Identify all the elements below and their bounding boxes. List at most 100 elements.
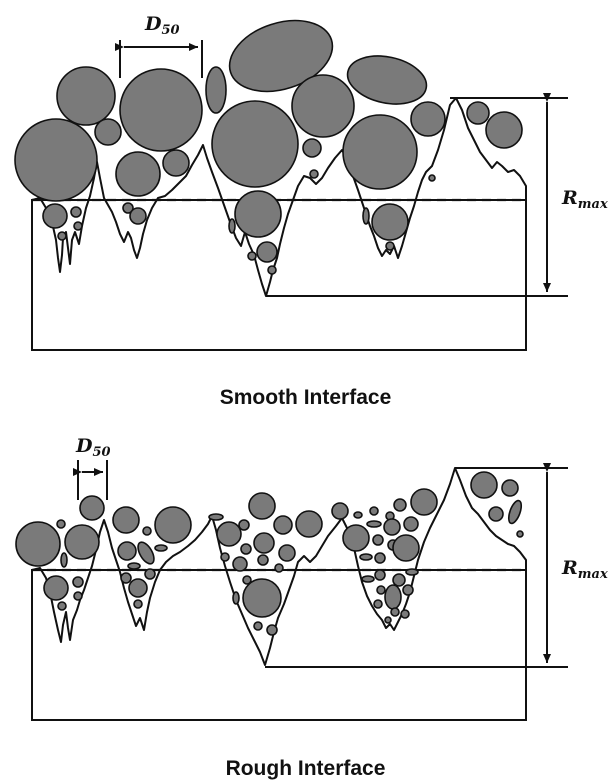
particle [238, 519, 250, 531]
particle [211, 100, 299, 188]
particle [127, 562, 141, 570]
particle [291, 74, 355, 138]
particle [122, 202, 134, 214]
particle [410, 101, 446, 137]
particle [403, 516, 419, 532]
particle [73, 221, 83, 231]
particle [384, 616, 392, 624]
particle [64, 524, 100, 560]
rough-interface-panel: Rmax D50 [15, 435, 608, 721]
particle [488, 506, 504, 522]
particle [115, 151, 161, 197]
particle [256, 241, 278, 263]
particle [154, 506, 192, 544]
particle [346, 55, 428, 105]
particle [278, 544, 296, 562]
particle [216, 521, 242, 547]
particle [373, 599, 383, 609]
rough-d50-label: D50 [75, 435, 111, 460]
particle [295, 510, 323, 538]
particle [43, 575, 69, 601]
particle [162, 149, 190, 177]
particle [384, 584, 402, 610]
particle [302, 138, 322, 158]
particle [392, 534, 420, 562]
particle [501, 479, 519, 497]
particle [273, 515, 293, 535]
particle [374, 552, 386, 564]
particle [309, 169, 319, 179]
rough-interface-caption: Rough Interface [225, 757, 386, 780]
smooth-interface-panel: Rmax D50 [14, 13, 608, 351]
particle [392, 573, 406, 587]
particle [402, 584, 414, 596]
particle [56, 519, 66, 529]
particle [120, 572, 132, 584]
particle [119, 68, 203, 152]
particle [428, 174, 436, 182]
particle [57, 231, 67, 241]
particle [470, 471, 498, 499]
particle [342, 114, 418, 190]
particle [242, 578, 282, 618]
particle [247, 251, 257, 261]
particle [405, 568, 419, 576]
particle [359, 553, 373, 561]
particle [56, 66, 116, 126]
particle [372, 534, 384, 546]
particle [129, 207, 147, 225]
particle [267, 265, 277, 275]
particle [79, 495, 105, 521]
particle [70, 206, 82, 218]
particle [371, 203, 409, 241]
particle [60, 552, 68, 568]
particle [228, 19, 334, 93]
particle [410, 488, 438, 516]
particle [374, 569, 386, 581]
particle [248, 492, 276, 520]
particle [274, 563, 284, 573]
particle [72, 576, 84, 588]
particle [516, 530, 524, 538]
particle [257, 554, 269, 566]
rough-particles [15, 471, 524, 636]
particle [342, 524, 370, 552]
particle [42, 203, 68, 229]
particle [112, 506, 140, 534]
particle [57, 601, 67, 611]
particle [208, 513, 224, 521]
particle [142, 526, 152, 536]
particle [485, 111, 523, 149]
particle [15, 521, 61, 567]
particle [133, 599, 143, 609]
particle [14, 118, 98, 202]
smooth-d50-label: D50 [144, 13, 180, 38]
particle [232, 591, 240, 605]
particle [144, 568, 156, 580]
particle [228, 218, 236, 234]
particle [242, 575, 252, 585]
particle [390, 607, 400, 617]
particle [376, 585, 386, 595]
particle [385, 241, 395, 251]
smooth-particles [14, 19, 523, 275]
smooth-interface-caption: Smooth Interface [219, 386, 392, 409]
particle [232, 556, 248, 572]
particle [240, 543, 252, 555]
particle [128, 578, 148, 598]
particle [362, 207, 370, 225]
particle [154, 544, 168, 552]
particle [234, 190, 282, 238]
smooth-rmax-label: Rmax [561, 187, 608, 212]
particle [253, 621, 263, 631]
particle [369, 506, 379, 516]
particle [205, 66, 227, 114]
particle [117, 541, 137, 561]
particle [331, 502, 349, 520]
particle [400, 609, 410, 619]
particle [507, 499, 523, 525]
particle [393, 498, 407, 512]
particle [220, 552, 230, 562]
particle [466, 101, 490, 125]
